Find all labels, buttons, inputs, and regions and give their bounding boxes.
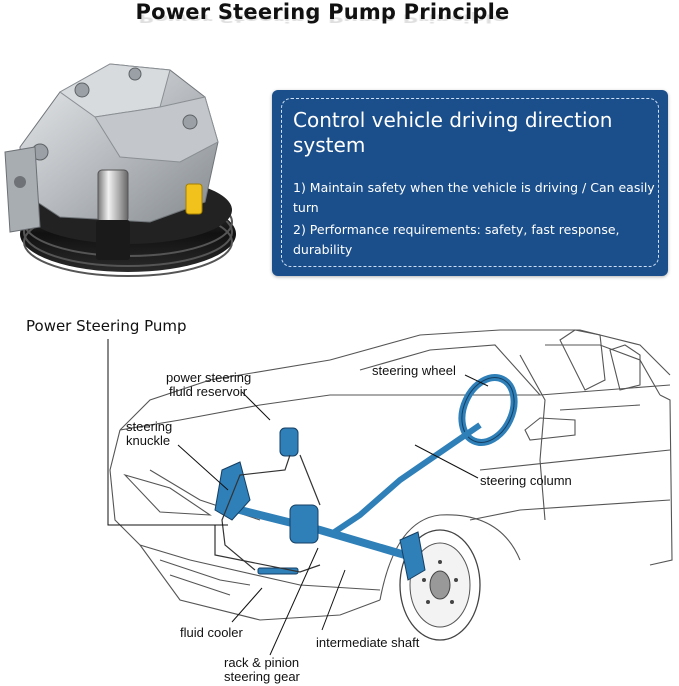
info-panel-border	[281, 98, 659, 267]
page-title-reflection: Power Steering Pump Principle	[138, 11, 507, 25]
car-outline	[109, 329, 673, 621]
steering-system-diagram	[107, 329, 673, 656]
page-title: Power Steering Pump Principle	[135, 0, 510, 24]
label-steering-column: steering column	[480, 473, 572, 488]
label-rack-pinion-line1: rack & pinion	[224, 655, 300, 670]
front-wheel	[399, 529, 481, 641]
leader-lines	[107, 339, 489, 656]
label-intermediate-shaft: intermediate shaft	[316, 635, 420, 650]
label-reservoir-line2: fluid reservoir	[169, 384, 248, 399]
label-knuckle-line1: steering	[126, 419, 173, 434]
hose-lines	[214, 454, 321, 573]
steering-components	[214, 374, 518, 581]
info-panel: Control vehicle driving direction system…	[272, 90, 668, 276]
label-reservoir-line1: power steering	[166, 370, 252, 385]
label-steering-wheel: steering wheel	[372, 363, 456, 378]
power-steering-pump-label: Power Steering Pump	[26, 317, 187, 335]
power-steering-pump-image	[4, 63, 236, 277]
info-panel-point-1: 1) Maintain safety when the vehicle is d…	[293, 180, 655, 215]
label-rack-pinion-line2: steering gear	[224, 669, 300, 684]
info-panel-heading: Control vehicle driving direction system	[293, 108, 613, 157]
label-fluid-cooler: fluid cooler	[180, 625, 243, 640]
info-panel-point-2: 2) Performance requirements: safety, fas…	[293, 222, 620, 257]
label-knuckle-line2: knuckle	[126, 433, 171, 448]
